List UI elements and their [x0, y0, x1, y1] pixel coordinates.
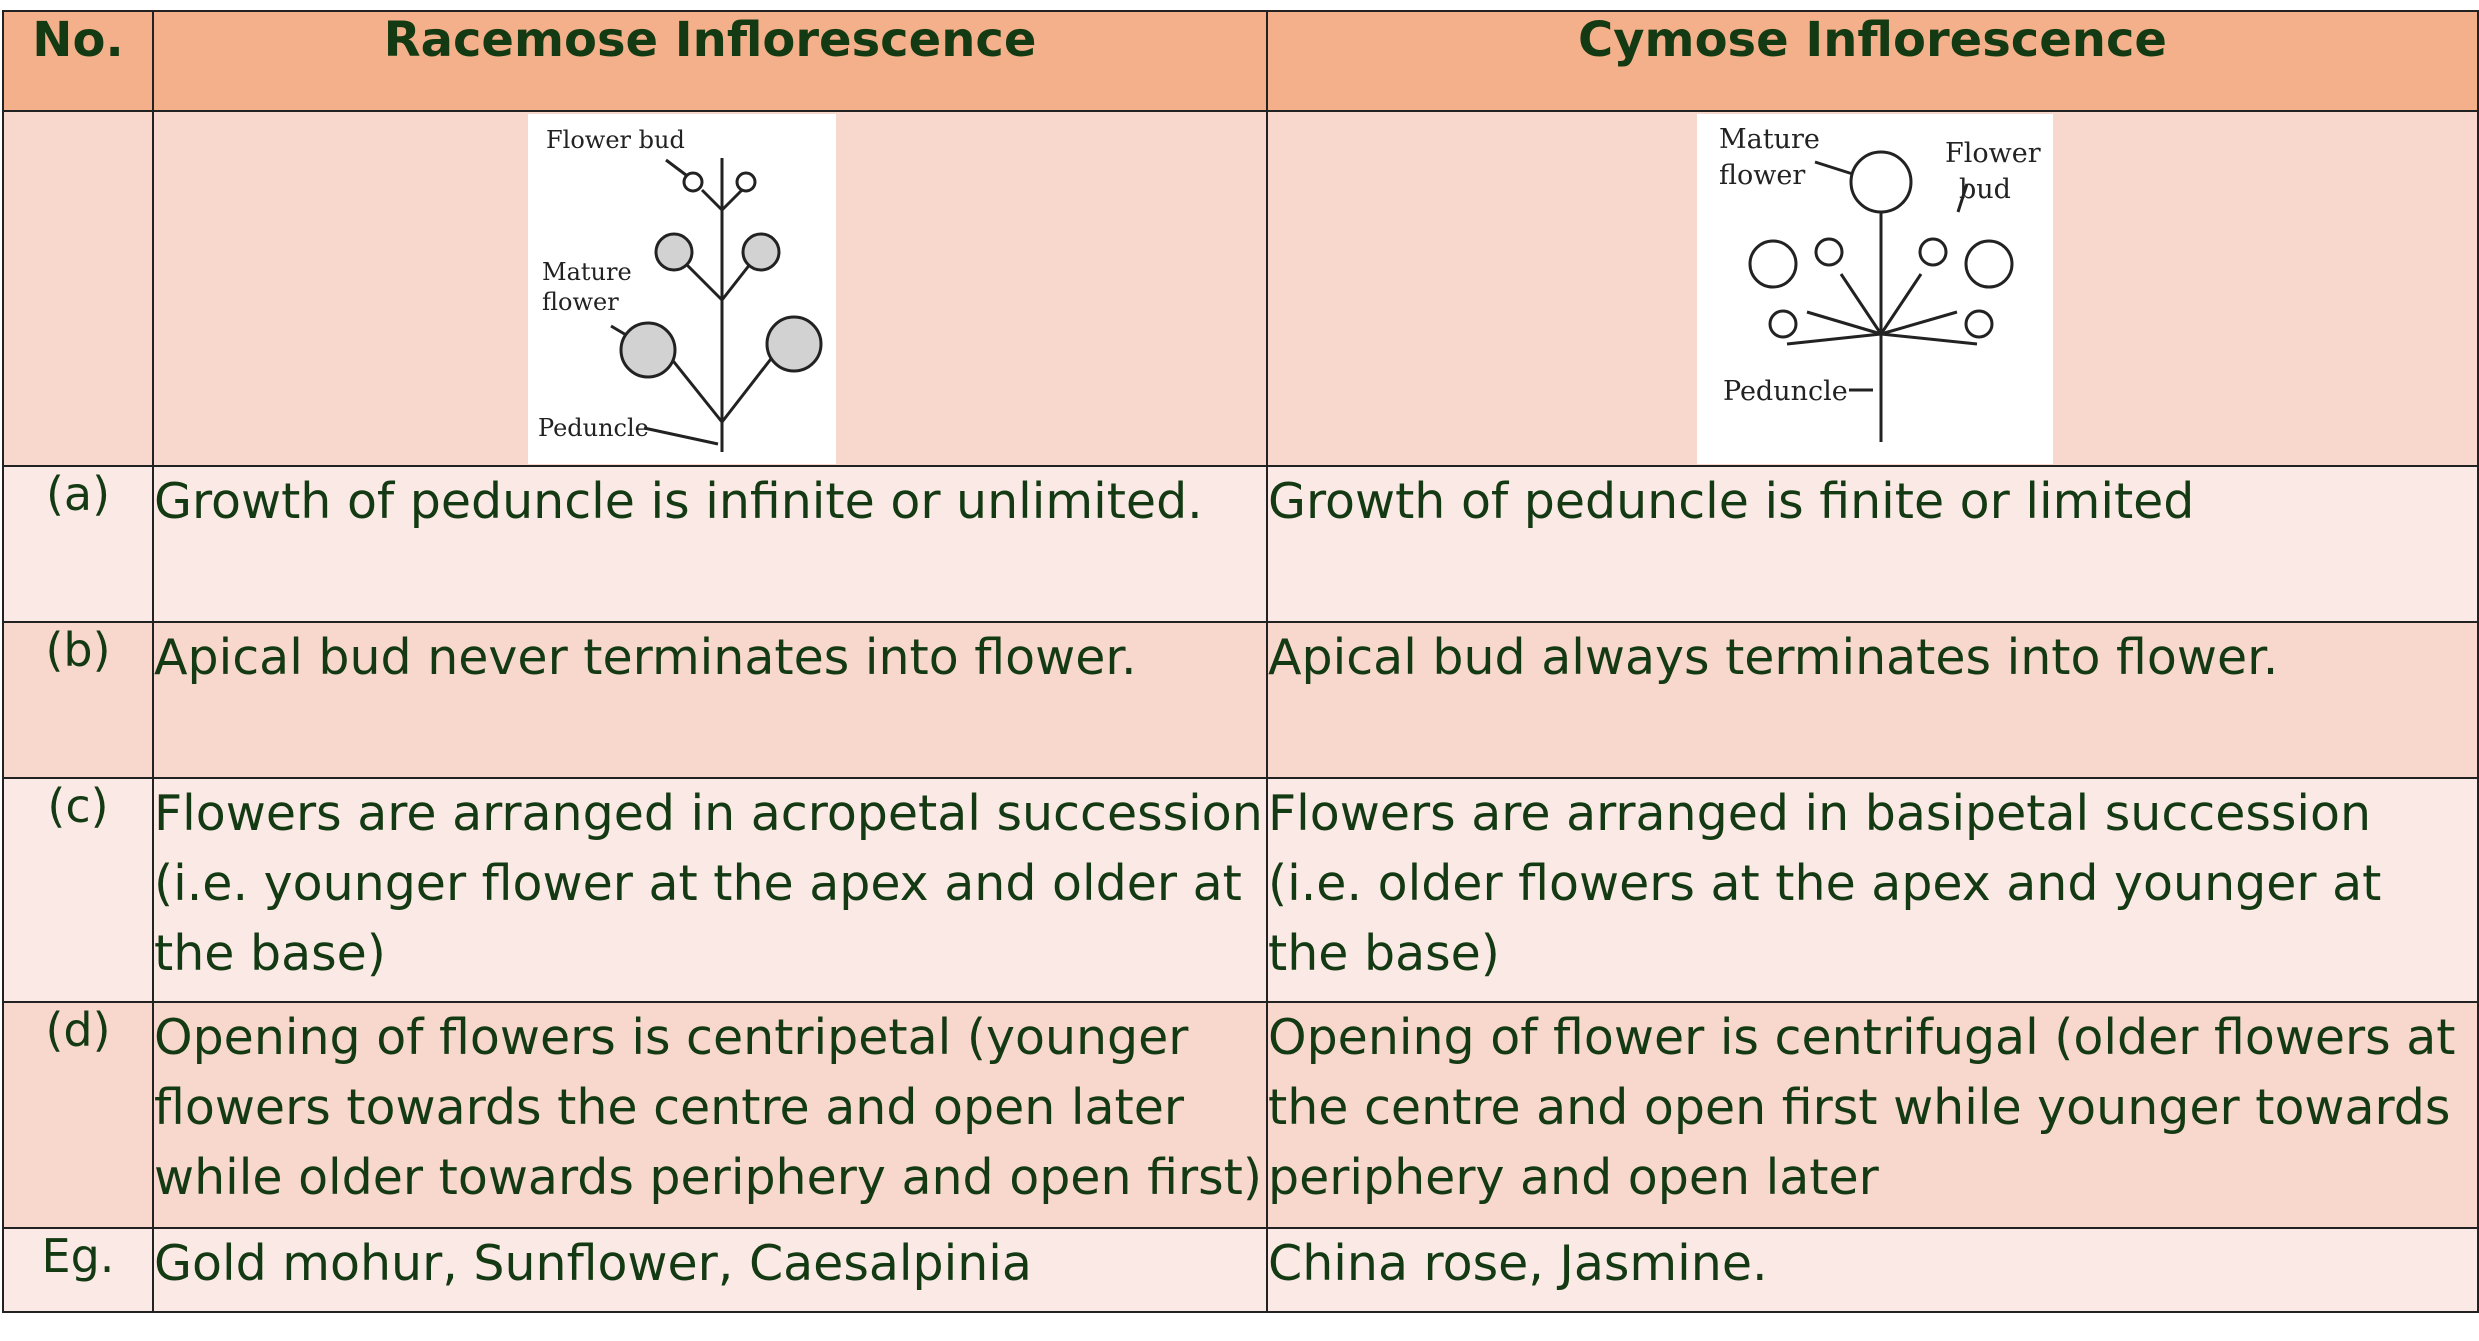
- racemose-diagram: Flower bud Mature flower Peduncle: [528, 114, 836, 464]
- cymose-diagram-cell: Mature flower Flower bud Peduncle: [1266, 110, 2479, 467]
- racemose-bud-right: [735, 171, 757, 193]
- row-no: Eg.: [2, 1227, 154, 1313]
- racemose-mature-flower-left: [619, 321, 677, 379]
- racemose-cell: Flowers are arranged in acropetal succes…: [152, 777, 1268, 1003]
- diagram-no-cell: [2, 110, 154, 467]
- header-row: No. Racemose Inflorescence Cymose Inflor…: [2, 10, 2479, 112]
- racemose-bud-left: [682, 171, 704, 193]
- racemose-middle-flower-right: [741, 232, 781, 272]
- cymose-cell: Growth of peduncle is finite or limited: [1266, 465, 2479, 623]
- cymose-flower-right-large: [1964, 239, 2014, 289]
- table-row: Eg. Gold mohur, Sunflower, Caesalpinia C…: [2, 1227, 2479, 1313]
- racemose-cell: Apical bud never terminates into flower.: [152, 621, 1268, 779]
- cymose-diagram: Mature flower Flower bud Peduncle: [1697, 114, 2053, 464]
- row-no: (b): [2, 621, 154, 779]
- cymose-mature-flower: [1849, 150, 1913, 214]
- cymose-flower-right-lower: [1964, 309, 1994, 339]
- cymose-label-flower-bud-2: bud: [1959, 174, 2011, 205]
- racemose-cell: Opening of flowers is centripetal (young…: [152, 1001, 1268, 1229]
- racemose-label-flower-bud: Flower bud: [546, 126, 685, 154]
- cymose-label-mature-2: flower: [1719, 160, 1805, 191]
- table-row: (b) Apical bud never terminates into flo…: [2, 621, 2479, 779]
- cymose-label-peduncle: Peduncle: [1723, 376, 1848, 407]
- racemose-cell: Gold mohur, Sunflower, Caesalpinia: [152, 1227, 1268, 1313]
- racemose-label-mature-2: flower: [542, 288, 619, 316]
- row-no: (a): [2, 465, 154, 623]
- row-no: (d): [2, 1001, 154, 1229]
- table-row: (c) Flowers are arranged in acropetal su…: [2, 777, 2479, 1003]
- table-row: (a) Growth of peduncle is infinite or un…: [2, 465, 2479, 623]
- cymose-label-mature-1: Mature: [1719, 124, 1820, 155]
- cymose-cell: Opening of flower is centrifugal (older …: [1266, 1001, 2479, 1229]
- cymose-flower-left-large: [1748, 239, 1798, 289]
- cymose-flower-left-lower: [1768, 309, 1798, 339]
- comparison-table: No. Racemose Inflorescence Cymose Inflor…: [2, 10, 2479, 1313]
- header-no: No.: [2, 10, 154, 112]
- racemose-label-mature-1: Mature: [542, 258, 632, 286]
- racemose-middle-flower-left: [654, 232, 694, 272]
- cymose-cell: Apical bud always terminates into flower…: [1266, 621, 2479, 779]
- header-cymose: Cymose Inflorescence: [1266, 10, 2479, 112]
- cymose-flower-right-small: [1918, 237, 1948, 267]
- racemose-diagram-cell: Flower bud Mature flower Peduncle: [152, 110, 1268, 467]
- cymose-label-flower-bud-1: Flower: [1945, 138, 2041, 169]
- racemose-mature-flower-right: [765, 315, 823, 373]
- cymose-cell: Flowers are arranged in basipetal succes…: [1266, 777, 2479, 1003]
- racemose-label-peduncle: Peduncle: [538, 414, 649, 442]
- cymose-flower-left-small: [1814, 237, 1844, 267]
- header-racemose: Racemose Inflorescence: [152, 10, 1268, 112]
- racemose-cell: Growth of peduncle is infinite or unlimi…: [152, 465, 1268, 623]
- table-row: (d) Opening of flowers is centripetal (y…: [2, 1001, 2479, 1229]
- diagram-row: Flower bud Mature flower Peduncle: [2, 110, 2479, 467]
- cymose-cell: China rose, Jasmine.: [1266, 1227, 2479, 1313]
- row-no: (c): [2, 777, 154, 1003]
